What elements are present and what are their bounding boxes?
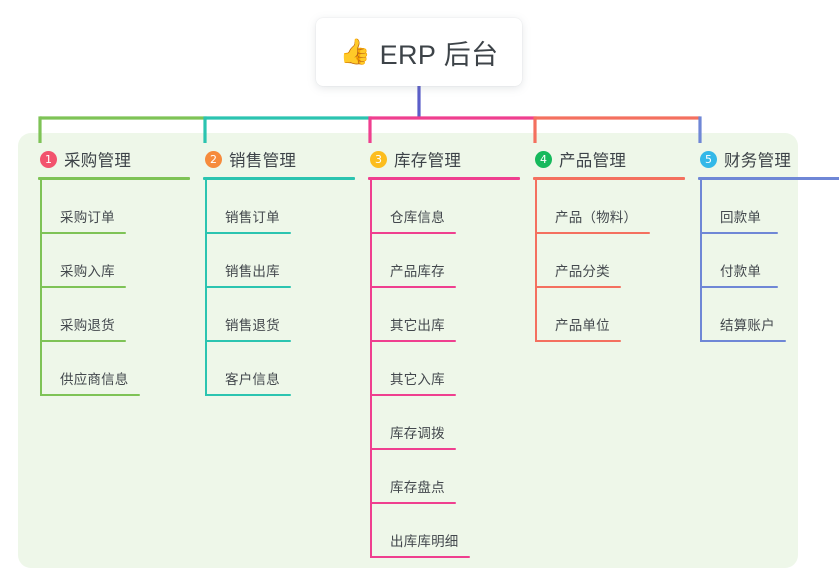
branch-title: 产品管理 [559,152,627,170]
branch-title: 采购管理 [64,152,132,170]
leaf-node[interactable]: 回款单 [698,180,839,234]
leaf-label: 其它出库 [390,318,445,333]
leaf-underline [370,394,456,396]
leaf-node[interactable]: 出库库明细 [368,504,520,558]
leaf-underline [370,448,456,450]
leaf-underline [205,232,291,234]
leaf-label: 产品（物料） [555,210,638,225]
branch-header-5[interactable]: 5 财务管理 [698,146,839,172]
leaf-underline [700,232,778,234]
leaf-node[interactable]: 供应商信息 [38,342,190,396]
branch-number-badge: 3 [370,150,387,168]
branch-number-badge: 5 [700,150,717,168]
leaf-underline [40,340,126,342]
leaf-underline [370,556,470,558]
leaf-underline [535,340,621,342]
leaf-label: 产品单位 [555,318,610,333]
leaf-node[interactable]: 产品（物料） [533,180,685,234]
leaf-underline [535,232,650,234]
branch-header-2[interactable]: 2 销售管理 [203,146,355,172]
branch-column-2: 2 销售管理销售订单销售出库销售退货客户信息 [203,146,355,396]
leaf-label: 销售退货 [225,318,280,333]
root-node-erp-backend[interactable]: 👍 ERP 后台 [316,18,522,86]
leaf-label: 库存盘点 [390,480,445,495]
branch-underline [203,177,355,180]
leaf-label: 其它入库 [390,372,445,387]
leaf-node[interactable]: 客户信息 [203,342,355,396]
leaf-underline [700,286,778,288]
leaf-underline [700,340,786,342]
leaf-label: 出库库明细 [390,534,459,549]
branch-column-3: 3 库存管理仓库信息产品库存其它出库其它入库库存调拨库存盘点出库库明细 [368,146,520,558]
branch-header-4[interactable]: 4 产品管理 [533,146,685,172]
branch-underline [368,177,520,180]
leaf-label: 销售订单 [225,210,280,225]
leaf-underline [205,394,291,396]
leaf-underline [370,232,456,234]
leaf-label: 产品库存 [390,264,445,279]
branch-column-5: 5 财务管理回款单付款单结算账户 [698,146,839,342]
leaf-underline [370,340,456,342]
leaf-node[interactable]: 库存盘点 [368,450,520,504]
leaf-node[interactable]: 销售订单 [203,180,355,234]
branch-number-badge: 2 [205,150,222,168]
leaf-node[interactable]: 销售出库 [203,234,355,288]
leaf-node[interactable]: 采购退货 [38,288,190,342]
branch-number-badge: 1 [40,150,57,168]
leaf-label: 回款单 [720,210,762,225]
leaf-underline [40,232,126,234]
leaf-node[interactable]: 仓库信息 [368,180,520,234]
branch-title: 库存管理 [394,152,462,170]
leaf-label: 产品分类 [555,264,610,279]
leaf-label: 付款单 [720,264,762,279]
leaf-node[interactable]: 结算账户 [698,288,839,342]
leaf-node[interactable]: 其它入库 [368,342,520,396]
leaf-underline [40,394,140,396]
branch-underline [533,177,685,180]
leaf-underline [40,286,126,288]
leaf-label: 采购订单 [60,210,115,225]
branch-column-4: 4 产品管理产品（物料） 产品分类产品单位 [533,146,685,342]
leaf-label: 库存调拨 [390,426,445,441]
leaf-underline [205,340,291,342]
leaf-node[interactable]: 采购入库 [38,234,190,288]
branch-number-badge: 4 [535,150,552,168]
leaf-node[interactable]: 产品库存 [368,234,520,288]
leaf-node[interactable]: 产品单位 [533,288,685,342]
branch-header-3[interactable]: 3 库存管理 [368,146,520,172]
leaf-label: 供应商信息 [60,372,129,387]
branch-title: 销售管理 [229,152,297,170]
branch-header-1[interactable]: 1 采购管理 [38,146,190,172]
leaf-underline [370,502,456,504]
leaf-underline [205,286,291,288]
leaf-underline [370,286,456,288]
leaf-label: 采购入库 [60,264,115,279]
leaf-label: 仓库信息 [390,210,445,225]
thumbs-up-icon: 👍 [339,37,371,66]
leaf-underline [535,286,621,288]
branch-underline [38,177,190,180]
leaf-label: 销售出库 [225,264,280,279]
leaf-node[interactable]: 库存调拨 [368,396,520,450]
leaf-label: 采购退货 [60,318,115,333]
branch-column-1: 1 采购管理采购订单采购入库采购退货供应商信息 [38,146,190,396]
leaf-node[interactable]: 采购订单 [38,180,190,234]
diagram-panel [18,133,798,568]
leaf-node[interactable]: 销售退货 [203,288,355,342]
leaf-node[interactable]: 付款单 [698,234,839,288]
branch-underline [698,177,839,180]
branch-title: 财务管理 [724,152,792,170]
leaf-label: 结算账户 [720,318,775,333]
leaf-label: 客户信息 [225,372,280,387]
root-node-title: ERP 后台 [379,39,499,70]
leaf-node[interactable]: 产品分类 [533,234,685,288]
leaf-node[interactable]: 其它出库 [368,288,520,342]
